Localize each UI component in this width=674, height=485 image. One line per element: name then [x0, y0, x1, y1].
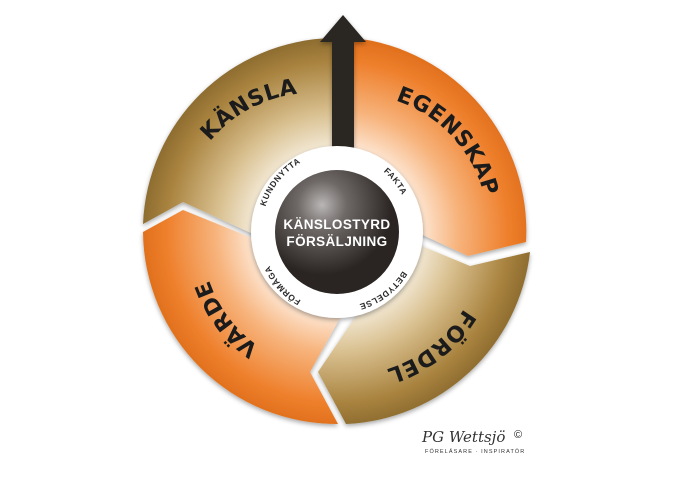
signature-name: PG Wettsjö [421, 428, 505, 446]
signature-subtitle: FÖRELÄSARE · INSPIRATÖR [425, 448, 525, 455]
hub-title-line2: FÖRSÄLJNING [286, 234, 387, 249]
segment-fordel [318, 242, 530, 424]
hub-title-line1: KÄNSLOSTYRD [283, 217, 390, 232]
signature-logo: PG Wettsjö © FÖRELÄSARE · INSPIRATÖR [421, 428, 525, 455]
copyright-symbol: © [514, 429, 522, 441]
segment-kansla [143, 38, 332, 238]
segment-varde [143, 210, 340, 425]
up-arrow-icon [320, 15, 366, 156]
segment-egenskap [354, 38, 527, 256]
center-hub [275, 170, 399, 294]
